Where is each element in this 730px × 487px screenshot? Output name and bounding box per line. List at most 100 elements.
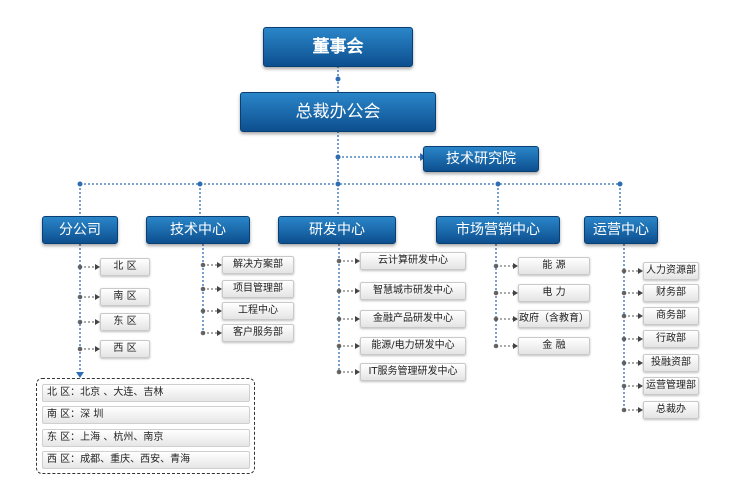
junction-dot [197,181,203,187]
junction-dot [77,181,83,187]
leaf-label: 商务部 [656,310,686,321]
branch-title: 技术中心 [170,222,226,238]
leaf-label: 解决方案部 [233,259,283,270]
leaf-label: 客户服务部 [233,327,283,338]
leaf-arrowhead [355,343,360,349]
branch-3-leaf: IT服务管理研发中心 [360,363,466,381]
branch-2-leaf: 解决方案部 [222,256,294,274]
branch-5-leaf: 行政部 [643,330,699,348]
leaf-label: 运营管理部 [646,380,696,391]
branch-2-leaf: 工程中心 [222,302,294,320]
leaf-label: 云计算研发中心 [378,255,448,266]
branch-4-leaf: 金 融 [518,337,590,355]
leaf-arrowhead [355,258,360,264]
branch-5-leaf: 人力资源部 [643,262,699,280]
leaf-arrowhead [217,286,222,292]
leaf-label: 北 区 [113,261,137,272]
board-node: 董事会 [263,27,413,67]
branch-3-leaf: 云计算研发中心 [360,252,466,270]
leaf-label: 政府（含教育） [519,313,589,324]
branch-1-leaf: 北 区 [100,258,150,276]
leaf-label: 财务部 [656,287,686,298]
leaf-label: 电 力 [542,287,566,298]
region-row: 北 区：北京 、大连、吉林 [42,384,250,402]
branch-node-tech-center: 技术中心 [146,216,250,244]
branch-2-leaf: 项目管理部 [222,280,294,298]
leaf-label: 投融资部 [651,357,691,368]
leaf-arrowhead [95,264,100,270]
leaf-label: 南 区 [113,291,137,302]
branch-title: 研发中心 [309,222,365,238]
branch-title: 市场营销中心 [456,222,540,238]
branch-5-leaf: 商务部 [643,307,699,325]
region-row: 西 区：成都、重庆、西安、青海 [42,451,250,469]
region-row: 东 区：上海 、杭州、南京 [42,429,250,447]
branch-3-leaf: 智慧城市研发中心 [360,282,466,300]
branch-5-leaf: 投融资部 [643,354,699,372]
branch-node-marketing-center: 市场营销中心 [436,216,560,244]
leaf-arrowhead [217,330,222,336]
leaf-label: 金融产品研发中心 [373,313,453,324]
leaf-arrowhead [355,316,360,322]
leaf-arrowhead [95,319,100,325]
junction-dot [495,181,501,187]
leaf-label: 能 源 [542,260,566,271]
branch-1-leaf: 南 区 [100,288,150,306]
leaf-arrowhead [513,263,518,269]
tech-institute-node: 技术研究院 [423,146,539,172]
leaf-arrowhead [638,313,643,319]
leaf-label: 东 区 [113,316,137,327]
leaf-arrowhead [217,262,222,268]
leaf-label: 总裁办 [656,404,686,415]
arrowhead [76,372,84,378]
leaf-label: 工程中心 [238,305,278,316]
branch-2-leaf: 客户服务部 [222,324,294,342]
branch-node-operations-center: 运营中心 [584,216,658,244]
junction-dot [617,181,623,187]
branch-3-leaf: 能源/电力研发中心 [360,337,466,355]
branch-4-leaf: 能 源 [518,257,590,275]
leaf-arrowhead [355,369,360,375]
president-office-node: 总裁办公会 [240,92,436,132]
leaf-arrowhead [638,407,643,413]
branch-5-leaf: 财务部 [643,284,699,302]
junction-dot [335,76,341,82]
branch-node-subsidiary: 分公司 [42,216,118,244]
leaf-arrowhead [217,308,222,314]
branch-3-leaf: 金融产品研发中心 [360,310,466,328]
leaf-label: 人力资源部 [646,265,696,276]
region-detail-box [36,378,255,474]
leaf-arrowhead [95,346,100,352]
junction-dot [335,181,341,187]
leaf-label: 金 融 [542,340,566,351]
leaf-label: 西 区 [113,343,137,354]
leaf-arrowhead [513,316,518,322]
branch-title: 分公司 [59,222,101,238]
leaf-arrowhead [355,288,360,294]
leaf-arrowhead [638,360,643,366]
leaf-label: 行政部 [656,333,686,344]
leaf-arrowhead [638,383,643,389]
board-label: 董事会 [312,37,364,57]
branch-4-leaf: 电 力 [518,284,590,302]
branch-5-leaf: 运营管理部 [643,377,699,395]
branch-title: 运营中心 [593,222,649,238]
leaf-label: 智慧城市研发中心 [373,285,453,296]
leaf-label: IT服务管理研发中心 [368,366,458,377]
branch-5-leaf: 总裁办 [643,401,699,419]
region-row: 南 区：深 圳 [42,406,250,424]
president-office-label: 总裁办公会 [295,102,381,122]
leaf-arrowhead [95,294,100,300]
branch-1-leaf: 东 区 [100,313,150,331]
leaf-arrowhead [638,268,643,274]
branch-node-rnd-center: 研发中心 [278,216,396,244]
junction-dot [335,154,341,160]
leaf-arrowhead [513,290,518,296]
leaf-label: 项目管理部 [233,283,283,294]
leaf-arrowhead [638,336,643,342]
leaf-arrowhead [513,343,518,349]
leaf-arrowhead [638,290,643,296]
leaf-label: 能源/电力研发中心 [371,340,455,351]
branch-4-leaf: 政府（含教育） [518,310,590,328]
